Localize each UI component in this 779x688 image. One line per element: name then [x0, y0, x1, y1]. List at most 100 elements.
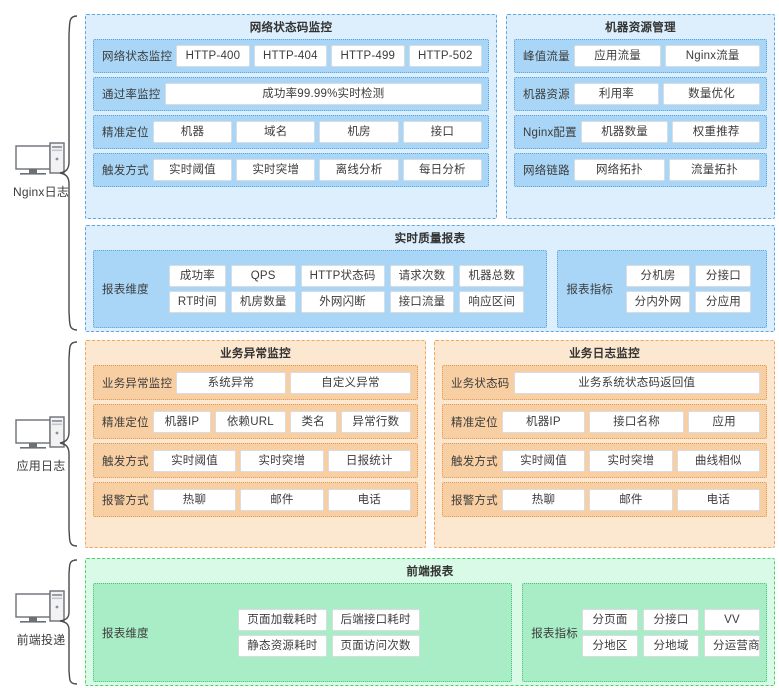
row-alarm-method: 报警方式 热聊 邮件 电话	[93, 482, 418, 517]
chip-list: HTTP-400 HTTP-404 HTTP-499 HTTP-502	[176, 45, 483, 67]
chip-by-idc[interactable]: 分机房	[625, 265, 691, 287]
chip-realtime-threshold[interactable]: 实时阈值	[501, 449, 586, 472]
chip-domain[interactable]: 域名	[236, 121, 316, 143]
chip-realtime-surge[interactable]: 实时突增	[240, 449, 324, 472]
chip-email[interactable]: 邮件	[240, 488, 324, 511]
panel-business-exception-monitor: 业务异常监控 业务异常监控 系统异常 自定义异常 精准定位 机器IP 依赖URL…	[85, 340, 426, 548]
chip-response-range[interactable]: 响应区间	[459, 291, 525, 313]
chip-list: 分页面 分地区 分接口 分地域 VV 分运营商	[582, 608, 760, 657]
chip-hot-chat[interactable]: 热聊	[501, 488, 586, 511]
chip-by-interface[interactable]: 分接口	[643, 608, 699, 631]
chip-http-499[interactable]: HTTP-499	[331, 45, 405, 67]
chip-page-visit-count[interactable]: 页面访问次数	[331, 634, 420, 657]
chip-total-machines[interactable]: 机器总数	[459, 265, 525, 287]
chip-app-traffic[interactable]: 应用流量	[573, 45, 662, 67]
chip-machine-count[interactable]: 机器数量	[580, 121, 669, 143]
chip-vv[interactable]: VV	[704, 608, 760, 631]
chip-network-topology[interactable]: 网络拓扑	[573, 159, 665, 181]
row-label: 精准定位	[451, 416, 498, 429]
row-label: 峰值流量	[523, 51, 570, 63]
chip-hot-chat[interactable]: 热聊	[152, 488, 237, 511]
panel-network-status-monitor: 网络状态码监控 网络状态监控 HTTP-400 HTTP-404 HTTP-49…	[85, 14, 497, 219]
chip-list: 业务系统状态码返回值	[513, 371, 760, 394]
chip-exception-line-count[interactable]: 异常行数	[340, 410, 412, 433]
chip-custom-exception[interactable]: 自定义异常	[289, 371, 412, 394]
row-report-metric: 报表指标 分页面 分地区 分接口 分地域 VV 分运营商	[522, 583, 767, 682]
chip-daily-statistics[interactable]: 日报统计	[327, 449, 411, 472]
panel-realtime-quality-report: 实时质量报表 报表维度 成功率 RT时间 QPS 机房数量 HTTP状态码 外网…	[85, 225, 775, 332]
chip-realtime-threshold[interactable]: 实时阈值	[152, 159, 233, 181]
chip-success-rate-realtime-detection[interactable]: 成功率99.99%实时检测	[164, 83, 482, 105]
group-frontend: 前端报表 报表维度 页面加载耗时 静态资源耗时 后端接口耗时 页面访问次数 报表…	[85, 558, 775, 686]
chip-by-page[interactable]: 分页面	[582, 608, 638, 631]
chip-rt-time[interactable]: RT时间	[168, 291, 226, 313]
chip-quantity-optimization[interactable]: 数量优化	[663, 83, 761, 105]
chip-success-rate[interactable]: 成功率	[168, 265, 226, 287]
row-label: 报表维度	[102, 284, 149, 296]
chip-idc-count[interactable]: 机房数量	[230, 291, 296, 313]
chip-list: 机器IP 依赖URL 类名 异常行数	[152, 410, 412, 433]
chip-curve-similarity[interactable]: 曲线相似	[676, 449, 760, 472]
row-label: 机器资源	[523, 89, 570, 101]
chip-http-400[interactable]: HTTP-400	[176, 45, 250, 67]
chip-realtime-surge[interactable]: 实时突增	[236, 159, 316, 181]
chip-by-isp[interactable]: 分运营商	[704, 634, 760, 657]
panel-machine-resource-management: 机器资源管理 峰值流量 应用流量 Nginx流量 机器资源 利用率 数量优化 N…	[506, 14, 775, 219]
chip-email[interactable]: 邮件	[589, 488, 673, 511]
chip-offline-analysis[interactable]: 离线分析	[319, 159, 399, 181]
row-label: 触发方式	[102, 455, 149, 468]
chip-machine[interactable]: 机器	[152, 121, 233, 143]
chip-machine-ip[interactable]: 机器IP	[501, 410, 585, 433]
chip-system-exception[interactable]: 系统异常	[176, 371, 286, 394]
chip-realtime-surge[interactable]: 实时突增	[589, 449, 673, 472]
source-nginx: Nginx日志	[4, 130, 78, 210]
chip-request-count[interactable]: 请求次数	[389, 265, 455, 287]
chip-page-load-time[interactable]: 页面加载耗时	[238, 608, 327, 631]
row-alarm-method: 报警方式 热聊 邮件 电话	[442, 482, 767, 517]
row-trigger-method: 触发方式 实时阈值 实时突增 离线分析 每日分析	[93, 153, 489, 187]
chip-application[interactable]: 应用	[688, 410, 761, 433]
row-label: Nginx配置	[523, 127, 577, 139]
chip-by-geography[interactable]: 分地域	[643, 634, 699, 657]
chip-list: 机器 域名 机房 接口	[152, 121, 482, 143]
chip-http-502[interactable]: HTTP-502	[408, 45, 483, 67]
chip-phone[interactable]: 电话	[327, 488, 411, 511]
chip-phone[interactable]: 电话	[676, 488, 760, 511]
chip-nginx-traffic[interactable]: Nginx流量	[665, 45, 760, 67]
row-nginx-config: Nginx配置 机器数量 权重推荐	[514, 115, 767, 149]
row-business-status-code: 业务状态码 业务系统状态码返回值	[442, 365, 767, 400]
chip-by-internal-external-network[interactable]: 分内外网	[625, 291, 691, 313]
chip-interface-traffic[interactable]: 接口流量	[389, 291, 455, 313]
desktop-computer-icon	[14, 414, 68, 454]
chip-interface-name[interactable]: 接口名称	[588, 410, 685, 433]
desktop-computer-icon	[14, 140, 68, 180]
chip-http-404[interactable]: HTTP-404	[253, 45, 328, 67]
chip-static-resource-time[interactable]: 静态资源耗时	[238, 634, 327, 657]
chip-machine-ip[interactable]: 机器IP	[152, 410, 212, 433]
chip-dependency-url[interactable]: 依赖URL	[215, 410, 286, 433]
chip-http-status-code[interactable]: HTTP状态码	[300, 265, 385, 287]
chip-class-name[interactable]: 类名	[289, 410, 337, 433]
chip-backend-interface-time[interactable]: 后端接口耗时	[331, 608, 420, 631]
chip-list: 系统异常 自定义异常	[176, 371, 412, 394]
chip-traffic-topology[interactable]: 流量拓扑	[668, 159, 760, 181]
row-network-link: 网络链路 网络拓扑 流量拓扑	[514, 153, 767, 187]
chip-business-system-status-code-return-value[interactable]: 业务系统状态码返回值	[513, 371, 760, 394]
chip-daily-analysis[interactable]: 每日分析	[402, 159, 482, 181]
chip-list: 成功率99.99%实时检测	[164, 83, 482, 105]
chip-by-application[interactable]: 分应用	[695, 291, 752, 313]
group-app: 业务异常监控 业务异常监控 系统异常 自定义异常 精准定位 机器IP 依赖URL…	[85, 340, 775, 548]
chip-qps[interactable]: QPS	[230, 265, 296, 287]
chip-list: 页面加载耗时 静态资源耗时 后端接口耗时 页面访问次数	[153, 608, 505, 657]
chip-weight-recommendation[interactable]: 权重推荐	[672, 121, 760, 143]
chip-list: 热聊 邮件 电话	[501, 488, 760, 511]
chip-utilization[interactable]: 利用率	[573, 83, 660, 105]
chip-by-interface[interactable]: 分接口	[695, 265, 752, 287]
row-precise-location: 精准定位 机器IP 接口名称 应用	[442, 404, 767, 439]
chip-interface[interactable]: 接口	[402, 121, 482, 143]
chip-idc[interactable]: 机房	[319, 121, 399, 143]
chip-external-network-flash[interactable]: 外网闪断	[300, 291, 385, 313]
chip-by-region[interactable]: 分地区	[582, 634, 638, 657]
chip-realtime-threshold[interactable]: 实时阈值	[152, 449, 237, 472]
